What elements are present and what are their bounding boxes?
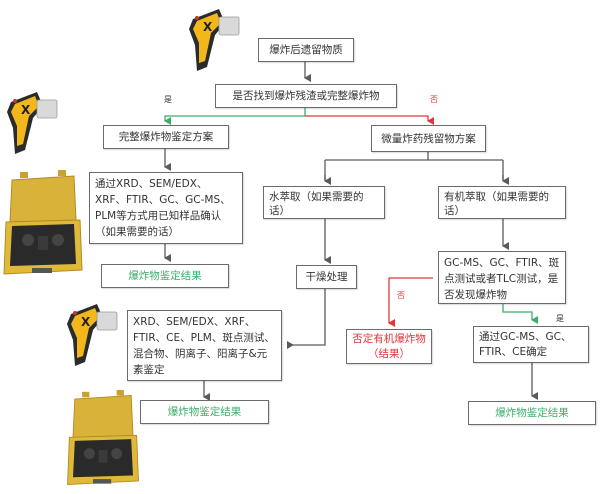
- label-no-mid: 否: [397, 291, 405, 300]
- xrf-analyzer-icon: X: [7, 92, 58, 154]
- node-label: GC-MS、GC、FTIR、斑点测试或者TLC测试，是否发现爆炸物: [444, 257, 560, 301]
- node-inorganic-methods: XRD、SEM/EDX、XRF、FTIR、CE、PLM、斑点测试、混合物、阴离子…: [127, 310, 282, 381]
- node-organic-result: 爆炸物鉴定结果: [468, 401, 596, 425]
- node-trace-plan: 微量炸药残留物方案: [371, 125, 486, 152]
- node-label: 爆炸物鉴定结果: [495, 407, 569, 419]
- node-intact-result: 爆炸物鉴定结果: [101, 264, 229, 288]
- svg-text:X: X: [203, 20, 213, 34]
- arrow-no-negative: [388, 277, 433, 327]
- arrow-no-trace: [305, 115, 434, 125]
- node-label: 水萃取（如果需要的话）: [269, 191, 364, 217]
- arrow-yes-confirm: [502, 302, 538, 324]
- node-water-extraction: 水萃取（如果需要的话）: [263, 186, 385, 219]
- node-label: 微量炸药残留物方案: [381, 132, 476, 145]
- node-label: 干燥处理: [305, 271, 348, 283]
- node-negative-result: 否定有机爆炸物（结果）: [346, 329, 432, 364]
- node-label: 通过GC-MS、GC、FTIR、CE确定: [479, 331, 572, 358]
- label-no-top: 否: [430, 95, 438, 104]
- node-found-question: 是否找到爆炸残渣或完整爆炸物: [215, 84, 397, 108]
- node-inorganic-result: 爆炸物鉴定结果: [140, 400, 269, 424]
- equipment-case-icon: [67, 390, 139, 486]
- node-explosion-residue: 爆炸后遗留物质: [258, 38, 354, 62]
- label-yes-mid: 是: [556, 314, 564, 323]
- label-yes-top: 是: [164, 95, 172, 104]
- xrf-analyzer-icon: X: [189, 9, 240, 71]
- arrow-dry-inorganic: [287, 288, 326, 349]
- arrow-yes-intact: [164, 106, 306, 125]
- node-label: 完整爆炸物鉴定方案: [118, 131, 214, 143]
- node-intact-methods: 通过XRD、SEM/EDX、XRF、FTIR、GC、GC-MS、PLM等方式用已…: [89, 172, 243, 244]
- node-confirm: 通过GC-MS、GC、FTIR、CE确定: [473, 326, 589, 363]
- svg-text:X: X: [81, 315, 91, 329]
- node-organic-extraction: 有机萃取（如果需要的话）: [438, 186, 566, 219]
- node-label: 爆炸物鉴定结果: [167, 406, 242, 418]
- node-label: 有机萃取（如果需要的话）: [444, 191, 549, 217]
- node-label: 爆炸物鉴定结果: [128, 270, 202, 282]
- node-label: 爆炸后遗留物质: [269, 44, 343, 56]
- node-intact-plan: 完整爆炸物鉴定方案: [103, 125, 229, 149]
- svg-text:X: X: [21, 103, 31, 117]
- arrow-trace-split: [324, 151, 504, 180]
- node-organic-test: GC-MS、GC、FTIR、斑点测试或者TLC测试，是否发现爆炸物: [438, 251, 566, 304]
- node-label: 否定有机爆炸物（结果）: [352, 332, 426, 360]
- node-label: 是否找到爆炸残渣或完整爆炸物: [232, 90, 380, 102]
- node-label: XRD、SEM/EDX、XRF、FTIR、CE、PLM、斑点测试、混合物、阴离子…: [133, 316, 275, 376]
- node-label: 通过XRD、SEM/EDX、XRF、FTIR、GC、GC-MS、PLM等方式用已…: [95, 178, 231, 238]
- equipment-case-icon: [3, 170, 83, 275]
- node-drying: 干燥处理: [296, 265, 357, 289]
- xrf-analyzer-icon: X: [67, 304, 118, 366]
